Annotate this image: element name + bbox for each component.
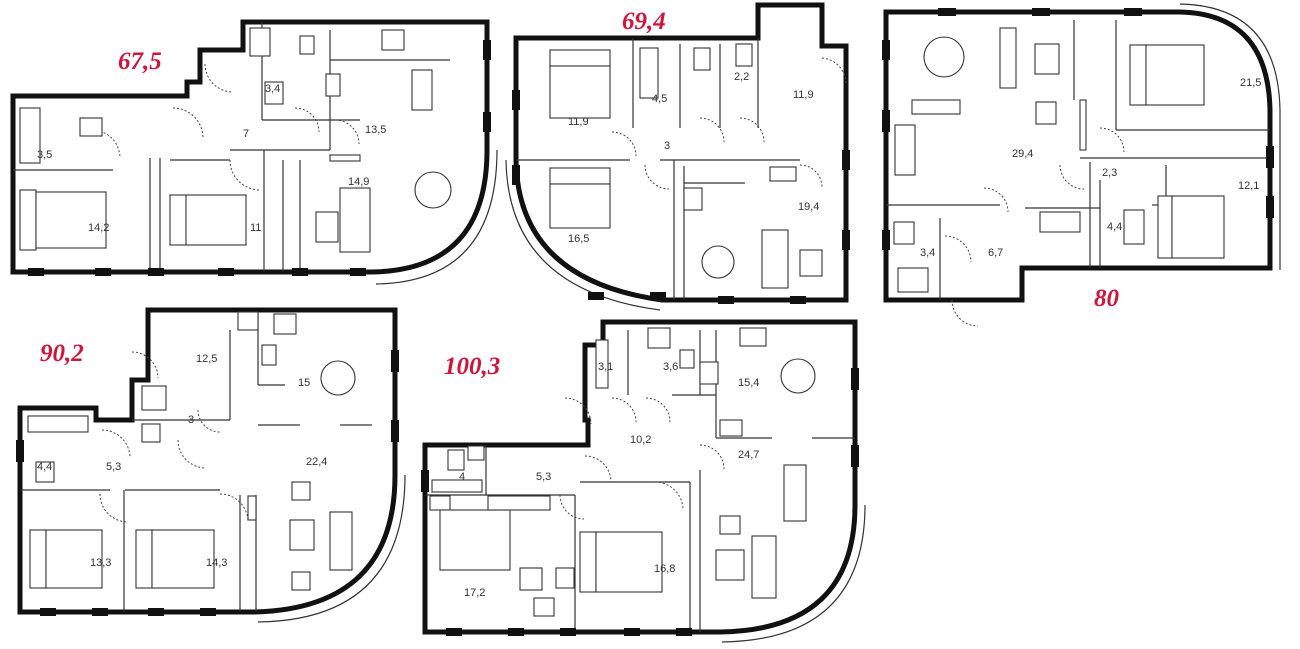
plan-2-room-area: 2,2	[734, 71, 749, 83]
plan-5-room-area: 5,3	[536, 471, 551, 483]
plan-3-room-area: 21,5	[1240, 77, 1261, 89]
plan-2-room-area: 4,5	[652, 93, 667, 105]
plan-5-room-area: 3,1	[598, 361, 613, 373]
plan-1-room-area: 7	[243, 128, 249, 140]
plan-2-room-area: 11,9	[793, 89, 814, 101]
floor-plan-1: 3,4 7 13,5 3,5 14,9 14,2 11	[10, 19, 498, 285]
floor-plan-5: 3,1 3,6 15,4 10,2 4 5,3 24,7 16,8 17,2	[421, 319, 866, 643]
plan-2-room-area: 16,5	[568, 233, 589, 245]
plan-4-room-area: 12,5	[196, 353, 217, 365]
plan-2-total-area: 69,4	[622, 8, 666, 35]
plan-3-room-area: 29,4	[1012, 148, 1033, 160]
plan-5-room-area: 17,2	[464, 587, 485, 599]
plan-3-room-area: 3,4	[920, 247, 935, 259]
plan-3-total-area: 80	[1094, 285, 1119, 312]
plan-5-total-area: 100,3	[444, 353, 501, 380]
floor-plan-3: 21,5 29,4 2,3 12,1 4,4 3,4 6,7	[882, 3, 1281, 327]
plan-3-room-area: 12,1	[1238, 180, 1259, 192]
plan-4-total-area: 90,2	[40, 340, 84, 367]
plan-1-room-area: 13,5	[365, 124, 386, 136]
floor-plan-2: 4,5 2,2 11,9 11,9 3 19,4 16,5	[505, 2, 850, 311]
plan-5-room-area: 24,7	[738, 449, 759, 461]
plan-4-room-area: 4,4	[37, 461, 52, 473]
plan-2-room-area: 3	[664, 140, 670, 152]
plan-1-room-area: 14,9	[348, 176, 369, 188]
plan-3-room-area: 6,7	[988, 247, 1003, 259]
plan-1-total-area: 67,5	[118, 48, 162, 75]
plan-1-room-area: 11	[250, 222, 261, 234]
plan-3-room-area: 4,4	[1107, 221, 1122, 233]
plan-2-room-area: 19,4	[798, 201, 819, 213]
plan-5-room-area: 10,2	[630, 434, 651, 446]
plan-4-room-area: 13,3	[90, 557, 111, 569]
floor-plan-4: 12,5 15 3 4,4 5,3 22,4 13,3 14,3	[16, 307, 406, 623]
plan-2-room-area: 11,9	[568, 116, 589, 128]
plan-4-room-area: 5,3	[106, 461, 121, 473]
plan-3-room-area: 2,3	[1102, 167, 1117, 179]
plan-4-room-area: 22,4	[306, 456, 327, 468]
plan-1-room-area: 14,2	[88, 222, 109, 234]
plan-4-room-area: 15	[298, 377, 310, 389]
plan-1-room-area: 3,4	[265, 83, 280, 95]
plan-1-room-area: 3,5	[37, 149, 52, 161]
plan-5-room-area: 16,8	[654, 563, 675, 575]
plan-4-room-area: 14,3	[206, 557, 227, 569]
plan-5-room-area: 4	[459, 471, 465, 483]
plan-5-room-area: 3,6	[663, 361, 678, 373]
plan-4-room-area: 3	[188, 414, 194, 426]
plan-5-room-area: 15,4	[738, 377, 759, 389]
